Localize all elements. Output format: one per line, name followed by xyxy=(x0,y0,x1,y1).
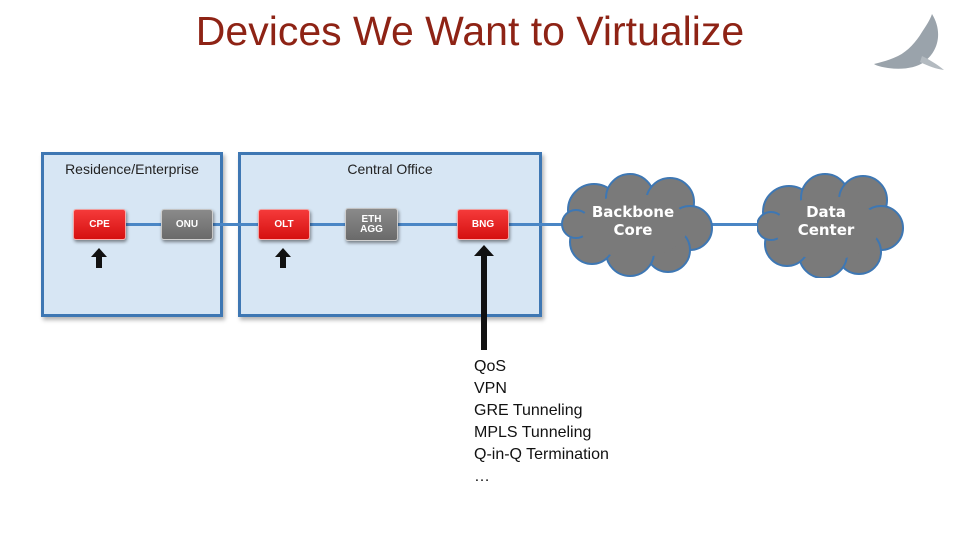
eth-agg-device: ETH AGG xyxy=(345,208,398,241)
feature-item: QoS xyxy=(474,358,507,375)
data-center-label: Data Center xyxy=(776,203,876,239)
bng-label: BNG xyxy=(471,218,495,230)
residence-enterprise-label: Residence/Enterprise xyxy=(65,161,199,177)
bng-device: BNG xyxy=(457,209,509,240)
bng-up-arrow-icon xyxy=(474,245,494,350)
link-bng-backbone xyxy=(507,223,577,226)
onu-label: ONU xyxy=(175,218,199,230)
cpe-up-arrow-icon xyxy=(91,248,107,268)
link-ethagg-bng xyxy=(396,223,458,226)
feature-item: GRE Tunneling xyxy=(474,402,583,419)
slide-title: Devices We Want to Virtualize xyxy=(195,8,745,54)
feature-item: MPLS Tunneling xyxy=(474,424,592,441)
bird-logo-icon xyxy=(874,14,944,70)
feature-item: Q-in-Q Termination xyxy=(474,446,609,463)
datacenter-label-line2: Center xyxy=(797,221,855,239)
link-olt-ethagg xyxy=(308,223,346,226)
link-onu-olt xyxy=(211,223,259,226)
feature-item: … xyxy=(474,468,490,485)
data-center-cloud-icon xyxy=(757,173,904,278)
backbone-label-line1: Backbone xyxy=(591,203,675,221)
backbone-core-label: Backbone Core xyxy=(583,203,683,239)
olt-device: OLT xyxy=(258,209,310,240)
datacenter-label-line1: Data xyxy=(806,203,846,221)
onu-device: ONU xyxy=(161,209,213,240)
bng-feature-list: QoS VPN GRE Tunneling MPLS Tunneling Q-i… xyxy=(474,356,609,488)
backbone-core-cloud-icon xyxy=(561,173,713,277)
cpe-device: CPE xyxy=(73,209,126,240)
cpe-label: CPE xyxy=(89,218,110,230)
central-office-label: Central Office xyxy=(347,161,433,177)
eth-agg-label-line2: AGG xyxy=(360,223,383,235)
eth-agg-label-line1: ETH xyxy=(361,213,382,225)
olt-up-arrow-icon xyxy=(275,248,291,268)
olt-label: OLT xyxy=(274,218,294,230)
backbone-label-line2: Core xyxy=(613,221,653,239)
link-backbone-datacenter xyxy=(700,223,774,226)
feature-item: VPN xyxy=(474,380,507,397)
link-cpe-onu xyxy=(125,223,162,226)
